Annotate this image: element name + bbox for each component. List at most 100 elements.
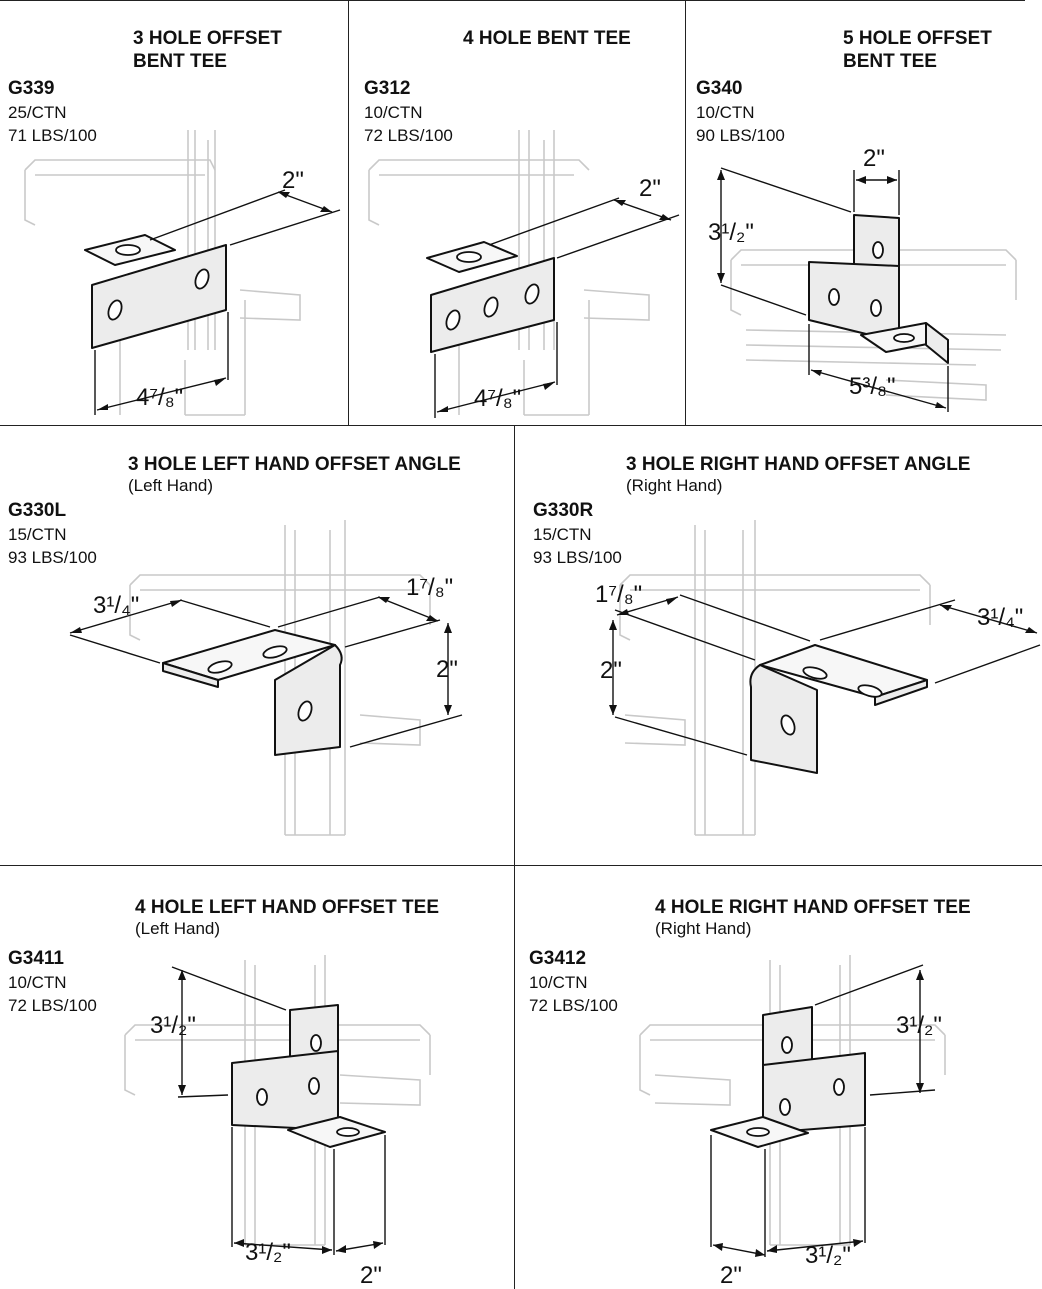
hole bbox=[833, 1078, 845, 1096]
weight: 90 LBS/100 bbox=[696, 126, 785, 145]
hole bbox=[870, 299, 882, 317]
product-title: 3 HOLE OFFSET BENT TEE bbox=[133, 28, 282, 72]
carton-qty: 10/CTN bbox=[529, 973, 588, 992]
hole bbox=[780, 714, 796, 736]
hole bbox=[802, 666, 828, 680]
divider-row1-bottom bbox=[0, 425, 1042, 426]
product-title: 3 HOLE RIGHT HAND OFFSET ANGLE bbox=[626, 454, 971, 475]
product-specs: 10/CTN 72 LBS/100 bbox=[8, 971, 97, 1017]
dim-label: 5³/₈" bbox=[849, 373, 895, 400]
dimension-3-1-2in-bottom: 3¹/₂" bbox=[231, 1127, 335, 1266]
product-code: G340 bbox=[696, 78, 743, 99]
hole bbox=[445, 309, 461, 331]
weight: 72 LBS/100 bbox=[8, 996, 97, 1015]
bracket-vertical-leg bbox=[274, 644, 343, 756]
dim-label: 1⁷/₈" bbox=[595, 581, 642, 608]
product-code: G330R bbox=[533, 500, 594, 521]
dimension-3-1-2in: 3¹/₂" bbox=[814, 964, 942, 1096]
weight: 93 LBS/100 bbox=[8, 548, 97, 567]
dimension-3-1-2in: 3¹/₂" bbox=[150, 966, 287, 1098]
dim-label: 3¹/₂" bbox=[150, 1012, 196, 1039]
divider-row1-b bbox=[685, 0, 686, 425]
product-subtitle: (Left Hand) bbox=[128, 476, 214, 495]
hole bbox=[107, 299, 123, 321]
weight: 72 LBS/100 bbox=[364, 126, 453, 145]
dimension-2in: 2" bbox=[853, 145, 900, 215]
product-subtitle: (Right Hand) bbox=[655, 919, 752, 938]
dim-label: 4⁷/₈" bbox=[136, 384, 183, 411]
carton-qty: 10/CTN bbox=[8, 973, 67, 992]
bracket-edge bbox=[874, 679, 928, 706]
bracket-side-flange bbox=[925, 322, 949, 364]
divider-row2 bbox=[514, 425, 515, 1289]
hole bbox=[310, 1034, 322, 1052]
dimension-3-1-2in: 3¹/₂" bbox=[708, 167, 852, 316]
bracket-drawing-g330l: 3¹/₄" 1⁷/₈" 2" bbox=[69, 520, 463, 836]
bracket-drawing-g340: 2" 3¹/₂" 5³/₈" bbox=[708, 145, 1017, 412]
top-border bbox=[0, 0, 1025, 1]
hole bbox=[483, 296, 499, 318]
dim-label: 3¹/₂" bbox=[708, 219, 754, 246]
hole bbox=[194, 268, 210, 290]
bracket-plate bbox=[91, 244, 227, 349]
bracket-plate bbox=[762, 1052, 866, 1134]
weight: 93 LBS/100 bbox=[533, 548, 622, 567]
dim-label: 2" bbox=[436, 656, 458, 683]
dim-label: 2" bbox=[360, 1262, 382, 1289]
product-title: 4 HOLE RIGHT HAND OFFSET TEE bbox=[655, 897, 971, 918]
dim-label: 3¹/₂" bbox=[896, 1012, 942, 1039]
dimension-3-1-4in: 3¹/₄" bbox=[819, 599, 1041, 684]
carton-qty: 15/CTN bbox=[533, 525, 592, 544]
product-code: G3411 bbox=[8, 948, 64, 969]
dim-label: 3¹/₄" bbox=[93, 592, 139, 619]
product-code: G330L bbox=[8, 500, 67, 521]
dimension-2in: 2" bbox=[349, 623, 463, 748]
hole bbox=[115, 244, 141, 256]
product-subtitle: (Left Hand) bbox=[135, 919, 221, 938]
hole bbox=[336, 1127, 360, 1137]
weight: 71 LBS/100 bbox=[8, 126, 97, 145]
dim-label: 3¹/₄" bbox=[977, 604, 1023, 631]
hole bbox=[456, 251, 482, 263]
bracket-edge bbox=[162, 662, 219, 688]
dimension-2in: 2" bbox=[600, 620, 748, 756]
hole bbox=[828, 288, 840, 306]
divider-row1-a bbox=[348, 0, 349, 425]
product-specs: 25/CTN 71 LBS/100 bbox=[8, 101, 97, 147]
bracket-drawing-g3411: 3¹/₂" 3¹/₂" 2" bbox=[124, 955, 431, 1289]
hole bbox=[746, 1127, 770, 1137]
hole bbox=[256, 1088, 268, 1106]
product-title: 4 HOLE LEFT HAND OFFSET TEE bbox=[135, 897, 440, 918]
dim-label: 2" bbox=[600, 657, 622, 684]
dim-label: 2" bbox=[282, 167, 304, 194]
dimension-2in: 2" bbox=[149, 167, 341, 246]
channel-ghost bbox=[368, 130, 650, 416]
carton-qty: 25/CTN bbox=[8, 103, 67, 122]
dimension-4-7-8in: 4⁷/₈" bbox=[434, 322, 558, 418]
dimension-2in: 2" bbox=[488, 175, 680, 259]
dim-label: 3¹/₂" bbox=[805, 1242, 851, 1269]
hole bbox=[308, 1077, 320, 1095]
bracket-drawing-g3412: 3¹/₂" 2" 3¹/₂" bbox=[639, 955, 946, 1289]
product-title: 4 HOLE BENT TEE bbox=[463, 28, 631, 49]
product-specs: 10/CTN 72 LBS/100 bbox=[529, 971, 618, 1017]
product-title: 3 HOLE LEFT HAND OFFSET ANGLE bbox=[128, 454, 461, 475]
hole bbox=[872, 241, 884, 259]
dim-label: 3¹/₂" bbox=[245, 1239, 291, 1266]
carton-qty: 10/CTN bbox=[364, 103, 423, 122]
hole bbox=[779, 1098, 791, 1116]
dim-label: 4⁷/₈" bbox=[474, 385, 521, 412]
dimension-5-3-8in: 5³/₈" bbox=[808, 324, 949, 412]
dim-label: 2" bbox=[863, 145, 885, 172]
hole bbox=[297, 700, 313, 722]
hole bbox=[207, 660, 233, 674]
product-code: G3412 bbox=[529, 948, 587, 969]
bracket-drawing-g339: 2" 4⁷/₈" bbox=[24, 130, 341, 416]
hole bbox=[893, 333, 915, 343]
dimension-3-1-4in: 3¹/₄" bbox=[69, 592, 271, 664]
divider-row2-bottom bbox=[0, 865, 1042, 866]
dimension-2in: 2" bbox=[335, 1135, 386, 1289]
dimension-1-7-8in: 1⁷/₈" bbox=[277, 574, 453, 648]
hole bbox=[524, 283, 540, 305]
hole bbox=[262, 645, 288, 659]
